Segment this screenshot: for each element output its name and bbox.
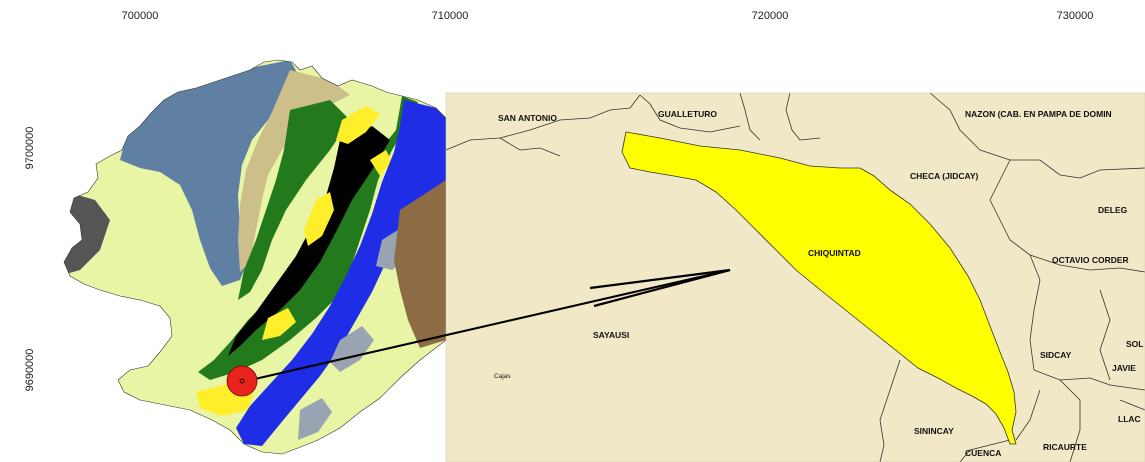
region-blue [236, 100, 446, 446]
label-deleg: DELEG [1098, 205, 1128, 215]
regional-map [63, 59, 447, 455]
regional-map-outline [63, 59, 447, 455]
region-dark-green [198, 80, 418, 380]
region-grey-west [64, 190, 110, 275]
label-sayausi: SAYAUSI [593, 330, 629, 340]
label-sol: SOL [1126, 339, 1143, 349]
chiquintad-parish [621, 131, 1017, 445]
x-tick-700000: 700000 [121, 10, 159, 22]
parish-boundaries [445, 92, 1145, 462]
label-gualleturo: GUALLETURO [658, 109, 717, 119]
x-tick-720000: 720000 [751, 10, 789, 22]
region-yellow-1 [336, 106, 380, 144]
arrow-icon [589, 268, 731, 308]
inset-frame [445, 92, 1145, 462]
label-cuenca: CUENCA [965, 448, 1001, 458]
label-chiquintad: CHIQUINTAD [808, 248, 861, 258]
label-llac: LLAC [1118, 414, 1141, 424]
label-octavio-cordero: OCTAVIO CORDER [1052, 255, 1129, 265]
x-tick-730000: 730000 [1056, 10, 1094, 22]
label-ricaurte: RICAURTE [1043, 442, 1087, 452]
label-sidcay: SIDCAY [1040, 350, 1072, 360]
region-grey-east-2 [330, 326, 374, 372]
label-sinincay: SININCAY [914, 426, 954, 436]
region-brown [394, 180, 446, 348]
location-marker[interactable] [226, 365, 258, 397]
region-yellow-3 [262, 308, 296, 340]
region-coast-blue [120, 60, 300, 286]
region-yellow-5 [370, 150, 392, 176]
region-grey-south [298, 398, 332, 440]
region-yellow-2 [304, 192, 334, 246]
label-checa: CHECA (JIDCAY) [910, 171, 978, 181]
connector-line [245, 269, 731, 382]
x-tick-710000: 710000 [431, 10, 469, 22]
label-cajas: Cajas [494, 373, 511, 380]
inset-map [445, 92, 1145, 462]
label-nazon: NAZON (CAB. EN PAMPA DE DOMIN [965, 109, 1112, 119]
inset-background [446, 93, 1145, 462]
label-san-antonio: SAN ANTONIO [498, 113, 557, 123]
location-marker-circle[interactable] [226, 365, 258, 397]
connector [245, 268, 731, 382]
location-dot-icon [239, 378, 245, 384]
region-dark-green-2 [238, 100, 350, 300]
label-javier: JAVIE [1112, 363, 1136, 373]
